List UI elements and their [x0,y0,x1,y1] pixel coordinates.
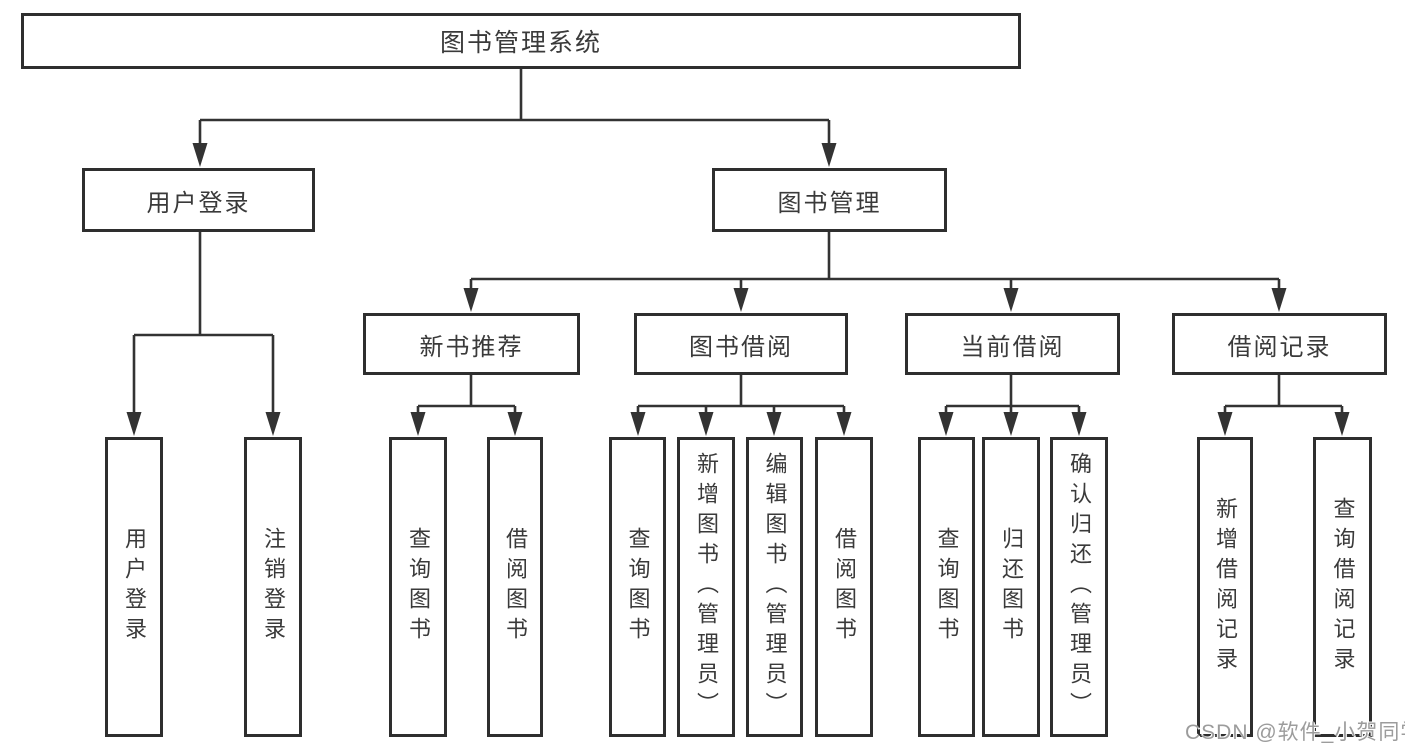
leaf-label: 编辑图书（管理员） [762,452,788,722]
leaf-current-query-books: 查询图书 [918,437,975,737]
leaf-label: 查询图书 [406,527,431,647]
leaf-newbook-borrow-books: 借阅图书 [487,437,543,737]
connector-book-mgmt-to-level3 [463,232,1287,312]
leaf-logout: 注销登录 [244,437,302,737]
arrowhead-icon [1003,288,1019,312]
leaf-user-login: 用户登录 [105,437,163,737]
arrowhead-icon [630,412,646,436]
arrowhead-icon [836,412,852,436]
leaf-newbook-query-books: 查询图书 [389,437,447,737]
node-borrowing-records: 借阅记录 [1172,313,1387,375]
leaf-label: 借阅图书 [832,527,857,647]
node-new-book-recommend: 新书推荐 [363,313,580,375]
leaf-label: 新增借阅记录 [1213,497,1238,677]
connector-current-borrow-to-leaves [938,375,1087,436]
leaf-label: 借阅图书 [503,527,528,647]
leaf-label: 用户登录 [122,527,147,647]
arrowhead-icon [766,412,782,436]
arrowhead-icon [1217,412,1233,436]
arrowhead-icon [1003,412,1019,436]
leaf-current-return-books: 归还图书 [982,437,1040,737]
node-book-borrowing: 图书借阅 [634,313,848,375]
leaf-current-confirm-return-admin: 确认归还（管理员） [1050,437,1108,737]
leaf-label: 查询图书 [934,527,960,647]
arrowhead-icon [1271,288,1287,312]
node-book-management: 图书管理 [712,168,947,232]
connector-new-book-to-leaves [410,375,523,436]
arrowhead-icon [1071,412,1087,436]
leaf-borrowing-query-books: 查询图书 [609,437,666,737]
connector-root-to-level2 [192,69,837,167]
node-library-management-system: 图书管理系统 [21,13,1021,69]
leaf-records-add-borrow-record: 新增借阅记录 [1197,437,1253,737]
arrowhead-icon [733,288,749,312]
leaf-label: 归还图书 [999,527,1024,647]
arrowhead-icon [410,412,426,436]
node-user-login: 用户登录 [82,168,315,232]
arrowhead-icon [821,143,837,167]
leaf-label: 确认归还（管理员） [1067,452,1092,722]
arrowhead-icon [265,412,281,436]
arrowhead-icon [1334,412,1350,436]
leaf-records-query-borrow-record: 查询借阅记录 [1313,437,1372,737]
leaf-label: 查询图书 [625,527,651,647]
leaf-label: 查询借阅记录 [1330,497,1356,677]
csdn-watermark: CSDN @软件_小贺同学 [1185,721,1405,744]
arrowhead-icon [698,412,714,436]
connector-book-borrow-to-leaves [630,375,852,436]
arrowhead-icon [192,143,208,167]
arrowhead-icon [507,412,523,436]
connector-user-login-to-leaves [126,232,281,436]
leaf-borrowing-add-books-admin: 新增图书（管理员） [677,437,735,737]
arrowhead-icon [463,288,479,312]
connector-borrow-record-to-leaves [1217,375,1350,436]
leaf-label: 注销登录 [261,527,286,647]
leaf-label: 新增图书（管理员） [694,452,719,722]
leaf-borrowing-edit-books-admin: 编辑图书（管理员） [746,437,803,737]
arrowhead-icon [126,412,142,436]
arrowhead-icon [938,412,954,436]
leaf-borrowing-borrow-books: 借阅图书 [815,437,873,737]
node-current-borrowing: 当前借阅 [905,313,1120,375]
